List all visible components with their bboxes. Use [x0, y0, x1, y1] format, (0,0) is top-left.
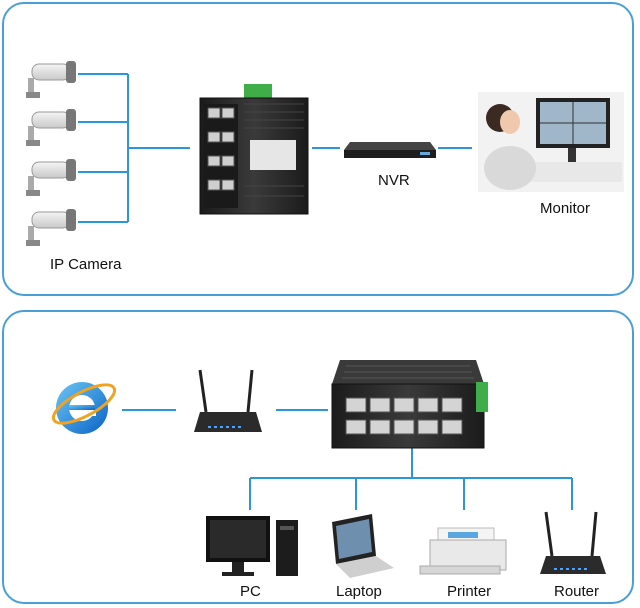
nvr-icon	[344, 142, 436, 158]
camera-label: IP Camera	[50, 256, 122, 273]
device-label-laptop: Laptop	[336, 583, 382, 600]
bottom-connection-lines	[122, 409, 573, 510]
printer-icon	[419, 527, 507, 575]
device-label-printer: Printer	[447, 583, 492, 600]
internet-icon	[51, 382, 117, 434]
camera-icon	[26, 61, 76, 98]
camera-icon	[26, 109, 76, 146]
pc-icon	[206, 516, 298, 576]
camera-icon	[26, 209, 76, 246]
camera-icon	[26, 159, 76, 196]
bottom-panel-lan	[2, 310, 634, 604]
monitor-scene-icon	[478, 92, 624, 192]
nvr-label: NVR	[378, 172, 410, 189]
ip-camera-icons	[26, 61, 76, 246]
device-label-pc: PC	[240, 583, 261, 600]
switch-icon-8port	[199, 84, 309, 215]
router-icon	[194, 369, 262, 432]
top-connection-lines	[78, 73, 472, 223]
switch-icon-10port	[331, 360, 488, 449]
device-label-router: Router	[554, 583, 600, 600]
laptop-icon	[332, 514, 394, 578]
router-device-icon	[540, 511, 606, 574]
monitor-label: Monitor	[540, 200, 591, 217]
